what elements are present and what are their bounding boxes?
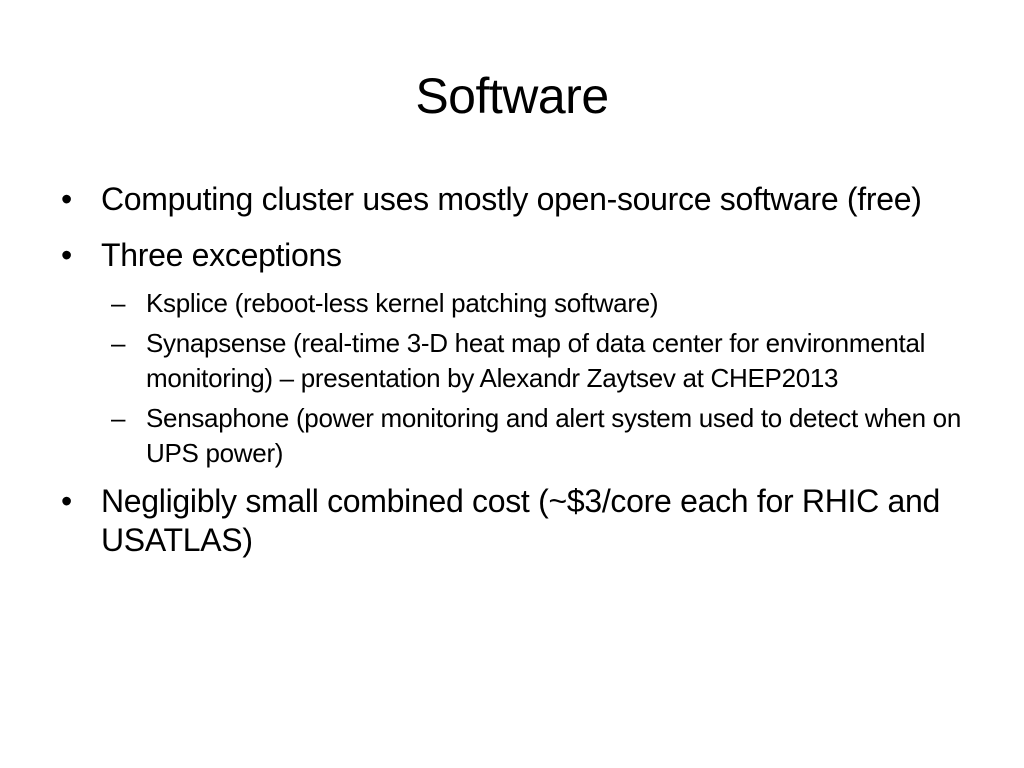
bullet-item: • Three exceptions [58, 236, 978, 275]
bullet-marker: • [61, 181, 72, 217]
bullet-text: Negligibly small combined cost (~$3/core… [101, 483, 940, 558]
bullet-marker: • [61, 483, 72, 519]
bullet-item: • Negligibly small combined cost (~$3/co… [58, 482, 978, 560]
sub-bullet-item: – Ksplice (reboot-less kernel patching s… [101, 286, 978, 321]
sub-bullet-list: – Ksplice (reboot-less kernel patching s… [58, 286, 978, 471]
bullet-text: Three exceptions [101, 237, 342, 273]
slide-title: Software [415, 68, 609, 124]
sub-bullet-item: – Sensaphone (power monitoring and alert… [101, 401, 978, 471]
sub-bullet-marker: – [111, 403, 126, 433]
sub-bullet-text: Sensaphone (power monitoring and alert s… [146, 403, 961, 468]
sub-bullet-text: Synapsense (real-time 3-D heat map of da… [146, 328, 926, 393]
bullet-marker: • [61, 237, 72, 273]
bullet-text: Computing cluster uses mostly open-sourc… [101, 181, 922, 217]
bullet-item: • Computing cluster uses mostly open-sou… [58, 180, 978, 219]
sub-bullet-item: – Synapsense (real-time 3-D heat map of … [101, 326, 978, 396]
sub-bullet-marker: – [111, 328, 126, 358]
sub-bullet-marker: – [111, 288, 126, 318]
sub-bullet-text: Ksplice (reboot-less kernel patching sof… [146, 288, 659, 318]
bullet-list: • Computing cluster uses mostly open-sou… [58, 180, 978, 577]
